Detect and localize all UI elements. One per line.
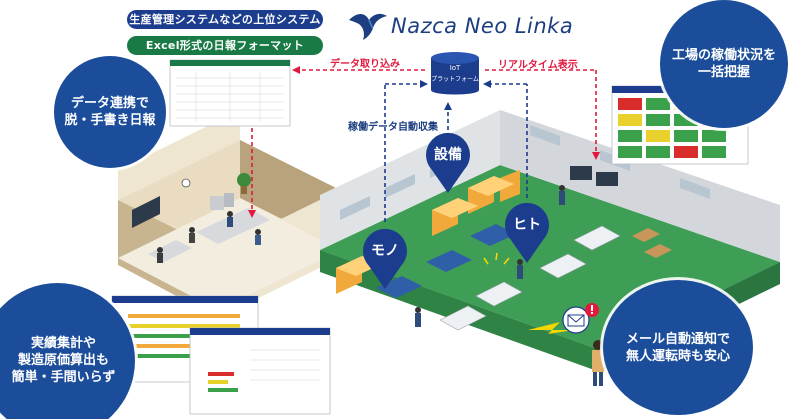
iot-title: IoT <box>449 64 461 72</box>
pin-setsubi-label: 設備 <box>434 147 462 163</box>
pin-hito: ヒト <box>502 202 552 264</box>
bird-logo-icon <box>349 13 387 40</box>
callout-data-link: データ連携で 脱・手書き日報 <box>54 56 166 168</box>
iot-platform: IoT プラットフォーム <box>427 48 483 100</box>
iot-subtitle: プラットフォーム <box>431 76 479 83</box>
brand-name: Nazca Neo Linka <box>391 14 574 38</box>
callout-aggregation: 実績集計や 製造原価算出も 簡単・手間いらず <box>0 283 135 419</box>
mail-notification <box>528 303 604 386</box>
excel-report-screen <box>169 59 291 127</box>
pin-mono: モノ <box>360 228 410 290</box>
flow-realtime-label: リアルタイム表示 <box>498 60 578 71</box>
callout-notification: メール自動通知で 無人運転時も安心 <box>603 280 753 415</box>
map-pin-icon <box>363 228 407 289</box>
aggregation-screens <box>111 295 331 415</box>
flow-import-label: データ取り込み <box>330 59 400 70</box>
flow-collect-label: 稼働データ自動収集 <box>348 122 438 133</box>
pin-hito-label: ヒト <box>513 217 541 233</box>
excel-format-label: Excel形式の日報フォーマット <box>127 36 323 55</box>
upper-system-label: 生産管理システムなどの上位システム <box>127 10 323 29</box>
iot-cylinder-icon <box>431 52 479 95</box>
flow-realtime-arrow <box>485 69 597 154</box>
map-pin-icon <box>505 202 549 263</box>
pin-mono-label: モノ <box>371 243 399 259</box>
callout-monitoring: 工場の稼働状況を 一括把握 <box>660 0 788 128</box>
pin-setsubi: 設備 <box>423 132 473 194</box>
office-room <box>118 110 340 318</box>
flow-collect-arrows <box>384 83 528 222</box>
map-pin-icon <box>426 132 470 193</box>
